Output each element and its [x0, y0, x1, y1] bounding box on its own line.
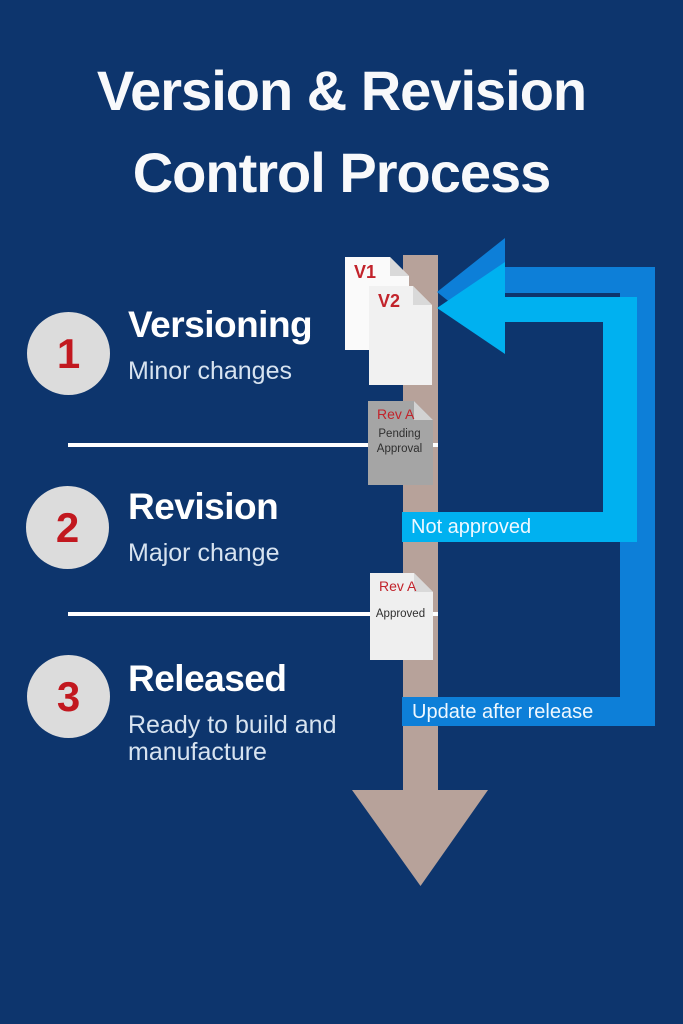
step-number: 2 — [55, 503, 80, 551]
document-icon-rev-a-pending: Rev A Pending Approval — [368, 401, 433, 485]
document-label: Rev A — [377, 406, 415, 422]
step-3-released: Released Ready to build and manufacture — [128, 657, 368, 766]
not-approved-arrow-icon — [402, 262, 637, 542]
step-1-versioning: Versioning Minor changes — [128, 303, 368, 385]
divider-line-1 — [68, 443, 438, 447]
page-title-line2: Control Process — [132, 141, 552, 204]
step-heading: Revision — [128, 486, 279, 527]
main-timeline-arrow-icon — [352, 255, 488, 886]
step-number: 3 — [56, 672, 81, 720]
step-heading: Released — [128, 658, 287, 699]
page-title-line1: Version & Revision — [96, 59, 587, 122]
step-heading: Versioning — [128, 304, 313, 345]
step-subtext: Minor changes — [128, 357, 292, 385]
document-label: V2 — [378, 291, 401, 311]
document-status: Approved — [375, 608, 426, 620]
document-status: Pending Approval — [376, 428, 423, 455]
page-title: Version & Revision Control Process — [0, 50, 683, 214]
step-2-number-badge: 2 — [26, 486, 109, 569]
not-approved-label: Not approved — [411, 516, 532, 538]
divider-line-2 — [68, 612, 438, 616]
step-subtext: Ready to build and manufacture — [128, 711, 337, 766]
document-label: V1 — [354, 262, 377, 282]
step-subtext: Major change — [128, 539, 280, 567]
step-2-revision: Revision Major change — [128, 485, 368, 567]
step-1-number-badge: 1 — [27, 312, 110, 395]
document-icon-v2: V2 — [369, 286, 432, 385]
document-label: Rev A — [379, 578, 417, 594]
update-after-release-label: Update after release — [412, 701, 594, 723]
document-icon-rev-a-approved: Rev A Approved — [370, 573, 433, 660]
update-after-release-arrow-icon — [402, 238, 655, 726]
step-3-number-badge: 3 — [27, 655, 110, 738]
step-number: 1 — [56, 329, 81, 377]
